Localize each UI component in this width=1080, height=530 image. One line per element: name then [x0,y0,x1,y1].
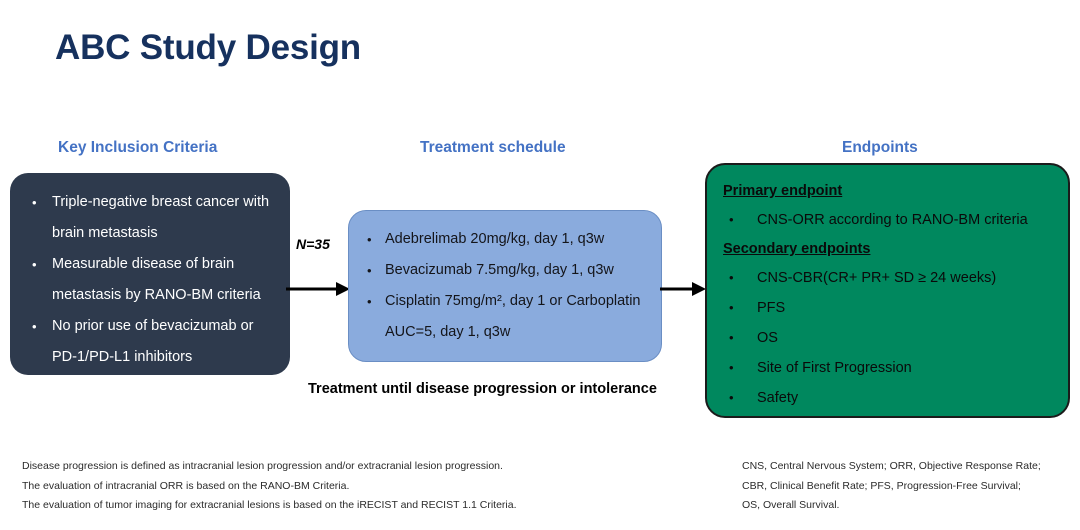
primary-endpoint-heading: Primary endpoint [723,183,843,199]
list-item: Triple-negative breast cancer with brain… [26,187,280,249]
list-item: Adebrelimab 20mg/kg, day 1, q3w [363,224,653,255]
column-header-inclusion: Key Inclusion Criteria [58,139,218,156]
column-header-treatment: Treatment schedule [420,139,566,156]
arrow-inclusion-to-treatment [286,278,350,305]
footnote-line: CNS, Central Nervous System; ORR, Object… [742,460,1041,472]
footnotes-right-abbreviations: CNS, Central Nervous System; ORR, Object… [742,457,1041,516]
list-item: CNS-ORR according to RANO-BM criteria [723,205,1058,235]
footnote-line: The evaluation of intracranial ORR is ba… [22,479,350,492]
list-item: Measurable disease of brain metastasis b… [26,249,280,311]
footnotes-left: Disease progression is defined as intrac… [22,457,517,516]
list-item: Safety [723,383,1058,413]
list-item: PFS [723,293,1058,323]
list-item: CNS-CBR(CR+ PR+ SD ≥ 24 weeks) [723,263,1058,293]
secondary-endpoints-heading: Secondary endpoints [723,241,871,257]
inclusion-criteria-box: Triple-negative breast cancer with brain… [10,173,290,375]
treatment-schedule-box: Adebrelimab 20mg/kg, day 1, q3w Bevacizu… [348,210,662,362]
inclusion-criteria-list: Triple-negative breast cancer with brain… [26,187,280,373]
endpoints-box: Primary endpoint CNS-ORR according to RA… [705,163,1070,418]
treatment-duration-caption: Treatment until disease progression or i… [308,381,657,397]
list-item: Site of First Progression [723,353,1058,383]
footnote-line: OS, Overall Survival. [742,499,840,511]
footnote-line: The evaluation of tumor imaging for extr… [22,499,517,511]
page-title: ABC Study Design [55,28,361,67]
secondary-endpoint-list: CNS-CBR(CR+ PR+ SD ≥ 24 weeks) PFS OS Si… [723,263,1058,413]
list-item: Cisplatin 75mg/m², day 1 or Carboplatin … [363,286,653,348]
footnote-line: CBR, Clinical Benefit Rate; PFS, Progres… [742,479,1021,492]
enrollment-count-label: N=35 [296,236,330,252]
list-item: OS [723,323,1058,353]
column-header-endpoints: Endpoints [842,139,918,156]
arrow-treatment-to-endpoints [660,278,706,305]
endpoints-body: Primary endpoint CNS-ORR according to RA… [723,177,1058,413]
primary-endpoint-list: CNS-ORR according to RANO-BM criteria [723,205,1058,235]
treatment-schedule-list: Adebrelimab 20mg/kg, day 1, q3w Bevacizu… [363,224,653,348]
list-item: No prior use of bevacizumab or PD-1/PD-L… [26,311,280,373]
footnote-line: Disease progression is defined as intrac… [22,460,503,472]
list-item: Bevacizumab 7.5mg/kg, day 1, q3w [363,255,653,286]
